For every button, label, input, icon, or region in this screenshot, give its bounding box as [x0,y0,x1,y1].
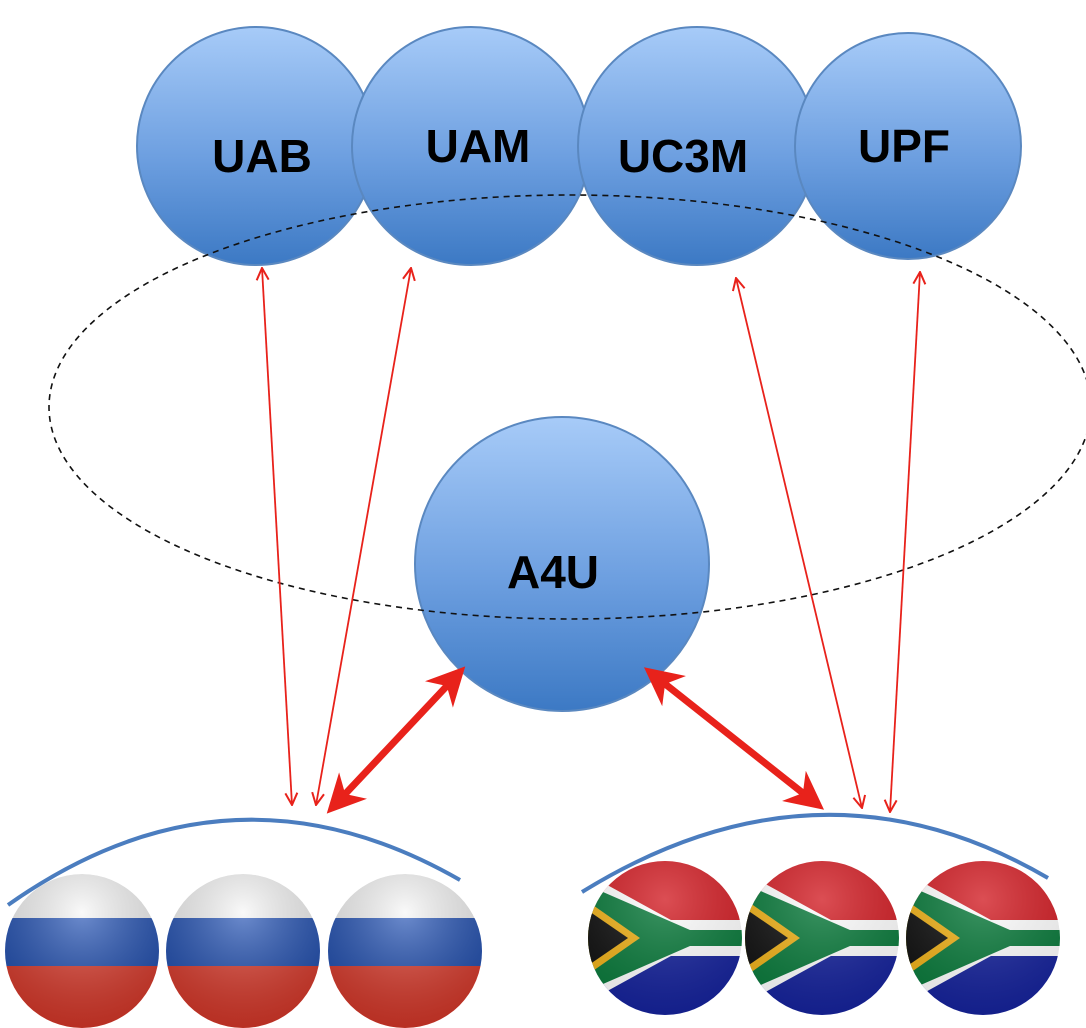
node-a4u: A4U [414,416,710,712]
link-uab-russia [262,268,292,805]
node-uc3m: UC3M [577,26,817,266]
link-uc3m-south-africa [736,278,862,808]
south-africa-flag-icon [745,861,899,1015]
node-uam: UAM [351,26,591,266]
russia-group [5,817,482,1028]
node-upf-label: UPF [858,120,950,172]
link-uam-russia [316,268,411,805]
node-uab-label: UAB [212,130,312,182]
link-a4u-south-africa [643,667,825,810]
link-a4u-russia [326,666,466,814]
russia-flag-icon [166,874,320,1028]
node-uab: UAB [136,26,376,266]
south-africa-group-arc [580,812,1050,894]
node-a4u-label: A4U [507,546,599,598]
south-africa-group [580,812,1060,1015]
association-boundary-ellipse [48,194,1086,620]
node-uam-label: UAM [426,120,531,172]
node-upf: UPF [794,32,1022,260]
south-africa-flag-icon [588,861,742,1015]
node-uc3m-label: UC3M [618,130,748,182]
link-upf-south-africa [890,272,920,812]
russia-flag-icon [5,874,159,1028]
russia-flag-icon [328,874,482,1028]
south-africa-flag-icon [906,861,1060,1015]
russia-group-arc [6,817,461,907]
